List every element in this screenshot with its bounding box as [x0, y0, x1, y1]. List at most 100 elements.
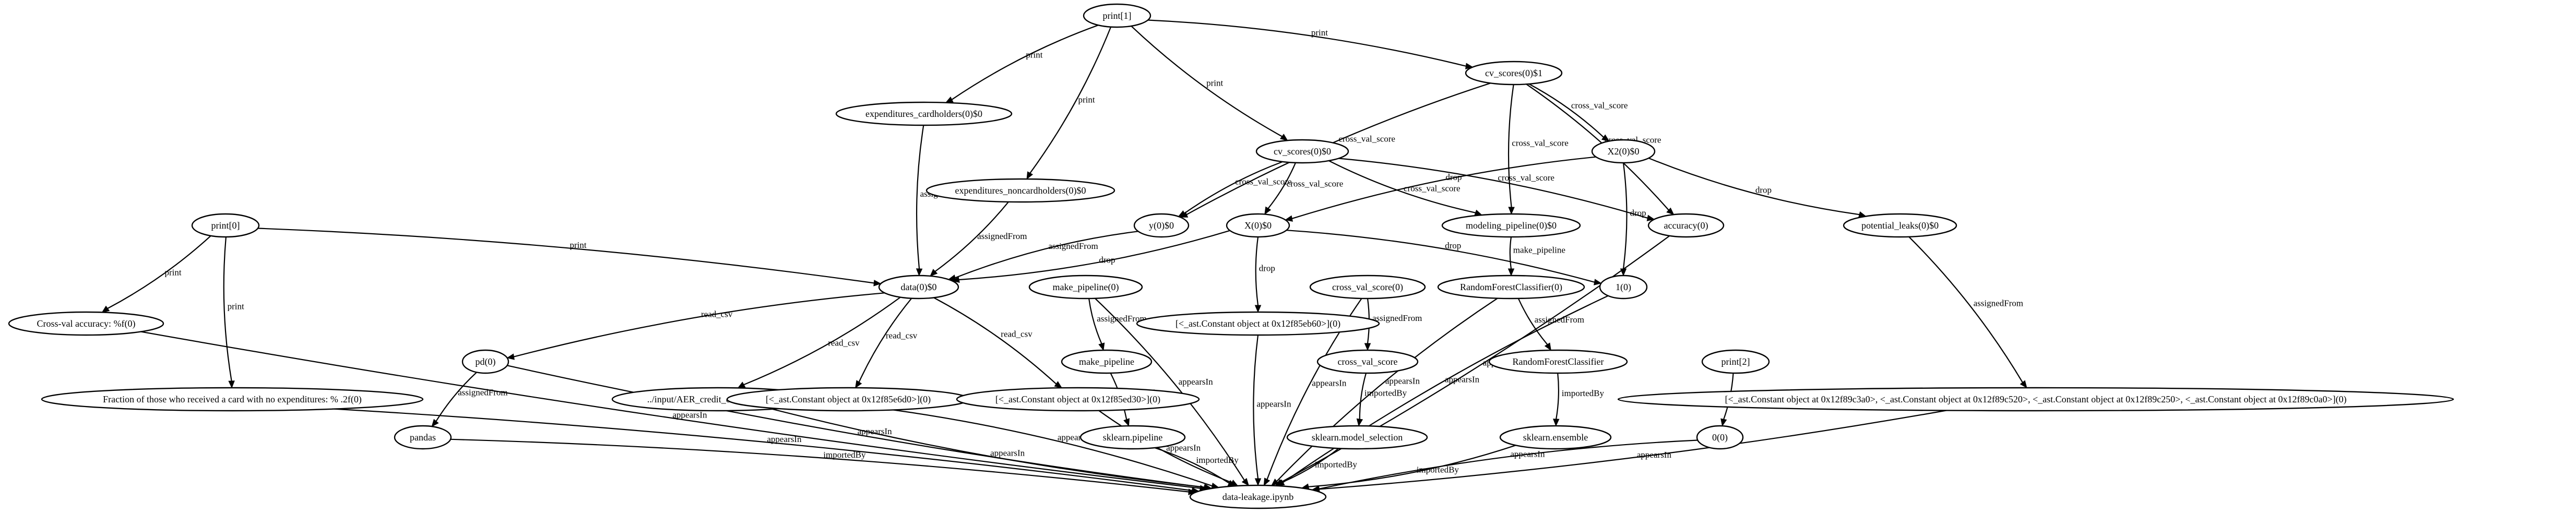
edge-line	[955, 231, 1138, 279]
edge-label: drop	[1755, 185, 1772, 195]
node-accuracy[interactable]: accuracy(0)	[1647, 213, 1725, 238]
arrowhead-icon	[1364, 343, 1371, 351]
node-cvacc[interactable]: Cross-val accuracy: %f(0)	[8, 311, 164, 336]
edge-y-to-data: assignedFrom	[947, 231, 1138, 281]
edge-line	[1319, 410, 1946, 490]
edge-line	[1276, 297, 1498, 482]
edge-line	[772, 408, 1205, 488]
arrowhead-icon	[1666, 207, 1675, 216]
edge-print0-to-data: print	[257, 228, 882, 287]
node-cvs_0_0[interactable]: cv_scores(0)$0	[1255, 139, 1349, 164]
node-label: [<_ast.Constant object at 0x12f85ed30>](…	[995, 394, 1160, 405]
edge-line	[1095, 297, 1245, 481]
node-const_6d[interactable]: [<_ast.Constant object at 0x12f85e6d0>](…	[726, 387, 970, 412]
node-rfc0[interactable]: RandomForestClassifier(0)	[1437, 275, 1585, 300]
edge-x2-to-potential: drop	[1648, 157, 1867, 218]
node-pd[interactable]: pd(0)	[461, 349, 509, 374]
edge-label: cross_val_score	[1404, 184, 1461, 194]
node-x[interactable]: X(0)$0	[1226, 213, 1290, 238]
edge-label: assignedFrom	[1097, 314, 1146, 324]
node-shape	[1843, 213, 1957, 238]
node-label: expenditures_noncardholders(0)$0	[955, 185, 1086, 196]
node-shape	[1437, 275, 1585, 300]
edge-label: print	[1026, 50, 1042, 60]
edge-rfc-to-skens: importedBy	[1552, 373, 1605, 427]
edge-data-to-csv: read_csv	[737, 296, 901, 389]
edge-skpipe-to-notebook: importedBy	[1154, 447, 1239, 486]
node-exp_card[interactable]: expenditures_cardholders(0)$0	[835, 101, 1013, 126]
node-label: cross_val_score	[1338, 356, 1398, 367]
edge-cvacc-to-notebook: appearsIn	[140, 331, 1208, 492]
node-skms[interactable]: sklearn.model_selection	[1286, 425, 1428, 450]
node-label: X2(0)$0	[1608, 146, 1640, 157]
node-shape	[925, 178, 1115, 203]
node-label: accuracy(0)	[1664, 220, 1708, 231]
node-print1[interactable]: print[1]	[1083, 3, 1152, 28]
node-label: make_pipeline	[1079, 356, 1134, 367]
node-make_pipeline[interactable]: make_pipeline	[1061, 349, 1153, 374]
node-label: RandomForestClassifier	[1513, 356, 1604, 367]
edge-line	[1154, 447, 1230, 484]
node-zero[interactable]: 0(0)	[1696, 425, 1744, 450]
edge-line	[1308, 445, 1516, 487]
arrowhead-icon	[916, 268, 923, 277]
node-rfc[interactable]: RandomForestClassifier	[1488, 349, 1628, 374]
edge-label: cross_val_score	[1235, 176, 1292, 186]
node-label: X(0)$0	[1244, 220, 1272, 231]
node-exp_noncard[interactable]: expenditures_noncardholders(0)$0	[925, 178, 1115, 203]
node-x2[interactable]: X2(0)$0	[1591, 139, 1656, 164]
arrowhead-icon	[1544, 342, 1551, 351]
node-label: 1(0)	[1616, 282, 1631, 293]
node-cvscore0[interactable]: cross_val_score(0)	[1309, 275, 1426, 300]
edges-layer: printprintprintprintcross_val_scorecross…	[101, 19, 2027, 495]
node-modeling[interactable]: modeling_pipeline(0)$0	[1441, 213, 1581, 238]
node-cvs_0_1[interactable]: cv_scores(0)$1	[1465, 61, 1563, 86]
edge-label: importedBy	[1562, 388, 1605, 398]
arrowhead-icon	[1178, 210, 1186, 217]
node-print0[interactable]: print[0]	[191, 213, 260, 238]
edge-data-to-const_6d: read_csv	[855, 297, 918, 389]
edge-line	[858, 297, 912, 383]
edge-line	[959, 230, 1230, 281]
node-skpipe[interactable]: sklearn.pipeline	[1079, 425, 1186, 450]
node-skens[interactable]: sklearn.ensemble	[1499, 425, 1612, 450]
node-cvscore[interactable]: cross_val_score	[1316, 349, 1419, 374]
edge-line	[1509, 236, 1512, 269]
arrowhead-icon	[1026, 171, 1034, 180]
node-print2[interactable]: print[2]	[1701, 349, 1770, 374]
edge-label: appearsIn	[1510, 449, 1545, 459]
arrowhead-icon	[1254, 305, 1262, 313]
edge-line	[1280, 235, 1670, 483]
node-notebook[interactable]: data-leakage.ipynb	[1189, 484, 1327, 509]
edge-label: appearsIn	[767, 434, 802, 444]
node-label: expenditures_cardholders(0)$0	[865, 109, 982, 120]
edge-print1-to-cvs_0_1: print	[1147, 19, 1474, 69]
node-one[interactable]: 1(0)	[1599, 275, 1648, 300]
node-consts_long[interactable]: [<_ast.Constant object at 0x12f89c3a0>, …	[1617, 387, 2454, 412]
node-shape	[1441, 213, 1581, 238]
node-fraction[interactable]: Fraction of those who received a card wi…	[41, 387, 424, 412]
arrowhead-icon	[1646, 214, 1655, 221]
node-y[interactable]: y(0)$0	[1133, 213, 1190, 238]
edge-label: assignedFrom	[1048, 241, 1098, 251]
arrowhead-icon	[1275, 479, 1284, 486]
node-shape	[1189, 484, 1327, 509]
node-label: potential_leaks(0)$0	[1861, 220, 1939, 231]
node-data[interactable]: data(0)$0	[878, 275, 959, 300]
node-shape	[8, 311, 164, 336]
edge-label: make_pipeline	[1513, 245, 1565, 255]
node-potential[interactable]: potential_leaks(0)$0	[1843, 213, 1957, 238]
node-const_d3[interactable]: [<_ast.Constant object at 0x12f85ed30>](…	[956, 387, 1200, 412]
node-const_eb[interactable]: [<_ast.Constant object at 0x12f85eb60>](…	[1136, 311, 1380, 336]
edge-label: importedBy	[823, 450, 866, 460]
node-pandas[interactable]: pandas	[394, 425, 452, 450]
edge-label: print	[1311, 28, 1328, 38]
node-shape	[1286, 425, 1428, 450]
arrowhead-icon	[737, 381, 746, 389]
edge-line	[1517, 298, 1548, 345]
node-label: Fraction of those who received a card wi…	[103, 394, 362, 405]
node-make_pipeline0[interactable]: make_pipeline(0)	[1028, 275, 1143, 300]
edge-line	[1328, 160, 1476, 213]
edge-pd-to-pandas: assignedFrom	[431, 372, 508, 427]
